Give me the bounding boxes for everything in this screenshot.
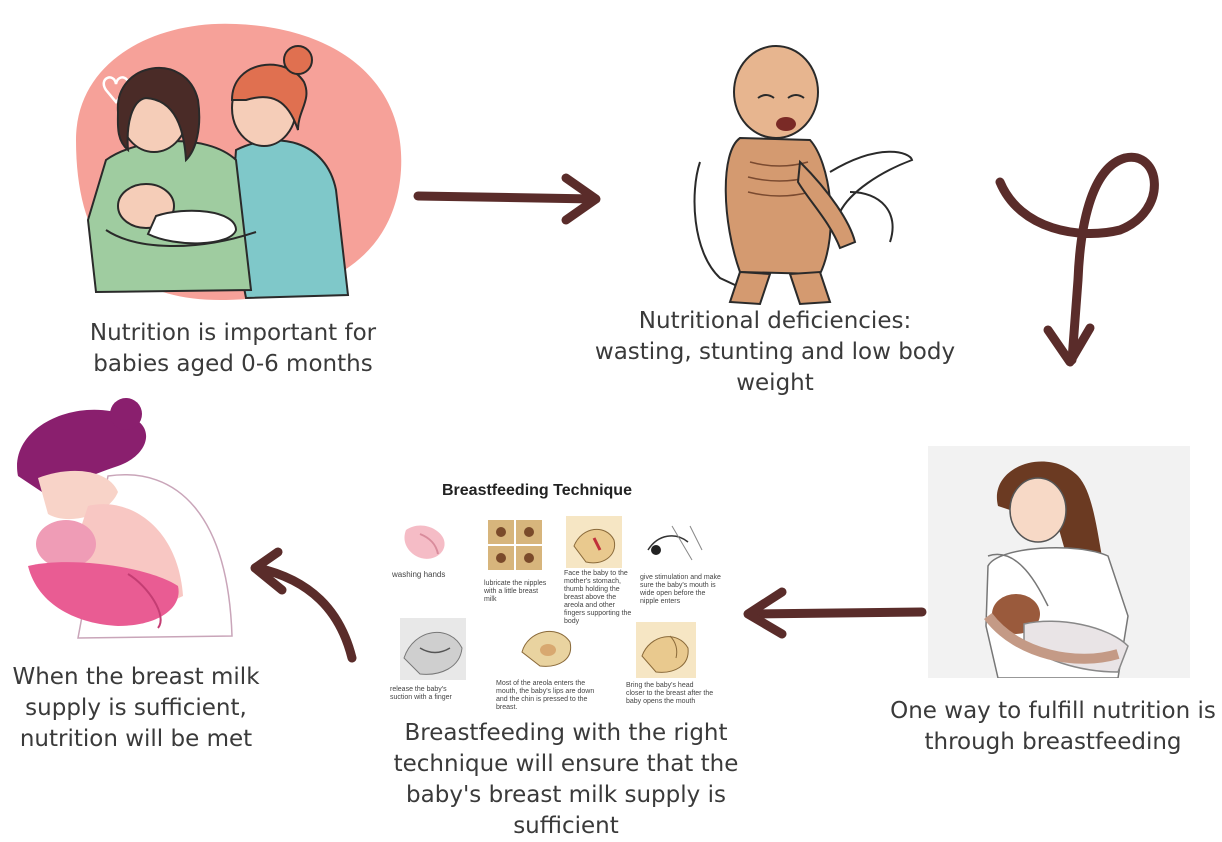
caption-deficiencies-line-1: Nutritional deficiencies: — [575, 306, 975, 337]
arrow-curved-up — [255, 552, 352, 658]
technique-step-3-caption: Face the baby to the mother's stomach, t… — [564, 570, 636, 626]
caption-sufficient-line-2: supply is sufficient, — [0, 693, 272, 724]
caption-deficiencies-line-2: wasting, stunting and low body — [575, 337, 975, 368]
caption-technique-line-4: sufficient — [380, 811, 752, 842]
washing-hands-icon — [400, 520, 456, 564]
technique-step-5-caption: release the baby's suction with a finger — [390, 686, 462, 702]
caption-technique: Breastfeeding with the right technique w… — [380, 718, 752, 842]
caption-technique-line-1: Breastfeeding with the right — [380, 718, 752, 749]
caption-sufficient: When the breast milk supply is sufficien… — [0, 662, 272, 755]
caption-nutrition: Nutrition is important for babies aged 0… — [58, 318, 408, 380]
areola-mouth-icon — [518, 622, 576, 670]
malnourished-baby-illustration — [680, 42, 920, 307]
technique-panel-title: Breastfeeding Technique — [442, 482, 632, 500]
breastfeeding-mother-illustration — [928, 446, 1190, 678]
release-suction-icon — [400, 618, 466, 680]
lubricate-nipples-icon — [488, 520, 544, 572]
caption-technique-line-3: baby's breast milk supply is — [380, 780, 752, 811]
mother-hugging-baby-illustration — [8, 396, 244, 641]
technique-panel: Breastfeeding Technique washing hands lu… — [380, 470, 752, 706]
technique-step-6-caption: Most of the areola enters the mouth, the… — [496, 680, 600, 712]
caption-nutrition-line-1: Nutrition is important for — [58, 318, 408, 349]
stimulate-mouth-icon — [642, 520, 706, 566]
arrow-loop-down — [1000, 157, 1154, 362]
caption-sufficient-line-1: When the breast milk — [0, 662, 272, 693]
caption-deficiencies: Nutritional deficiencies: wasting, stunt… — [575, 306, 975, 399]
face-baby-icon — [566, 516, 622, 568]
arrow-left — [748, 592, 922, 634]
technique-step-7-caption: Bring the baby's head closer to the brea… — [626, 682, 714, 706]
arrow-right-1 — [418, 178, 596, 220]
caption-breastfeeding-line-2: through breastfeeding — [884, 727, 1222, 758]
mother-nurse-baby-illustration — [36, 20, 416, 305]
technique-step-4-caption: give stimulation and make sure the baby'… — [640, 574, 722, 606]
caption-breastfeeding-line-1: One way to fulfill nutrition is — [884, 696, 1222, 727]
caption-sufficient-line-3: nutrition will be met — [0, 724, 272, 755]
bring-head-closer-icon — [636, 622, 696, 678]
technique-step-2-caption: lubricate the nipples with a little brea… — [484, 580, 550, 604]
caption-breastfeeding: One way to fulfill nutrition is through … — [884, 696, 1222, 758]
caption-nutrition-line-2: babies aged 0-6 months — [58, 349, 408, 380]
technique-step-1-caption: washing hands — [392, 571, 472, 579]
caption-technique-line-2: technique will ensure that the — [380, 749, 752, 780]
caption-deficiencies-line-3: weight — [575, 368, 975, 399]
